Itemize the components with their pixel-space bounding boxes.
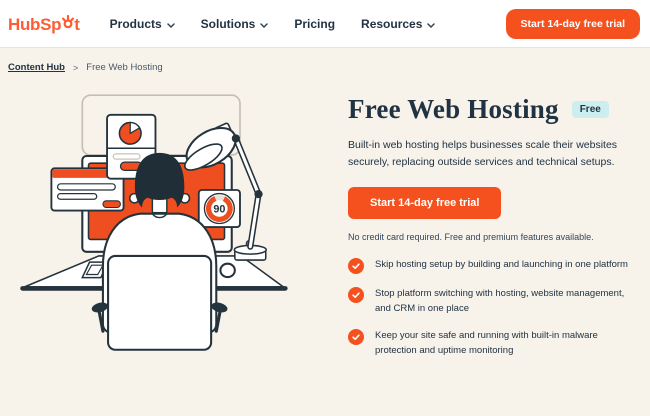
free-badge: Free — [571, 101, 609, 118]
check-circle-icon — [348, 329, 364, 346]
main-nav: Products Solutions Pricing Resources — [110, 17, 436, 31]
feature-text: Keep your site safe and running with bui… — [375, 330, 598, 357]
hair — [134, 152, 185, 208]
chevron-down-icon — [260, 17, 269, 31]
breadcrumb-current: Free Web Hosting — [86, 62, 163, 73]
nav-trial-button[interactable]: Start 14-day free trial — [505, 8, 640, 39]
breadcrumb-separator: > — [73, 62, 79, 73]
sprocket-icon — [61, 14, 74, 33]
logo-text-prefix: HubSp — [8, 15, 62, 34]
fine-print: No credit card required. Free and premiu… — [348, 231, 594, 242]
hero-illustration-container: 90 — [8, 81, 342, 364]
list-item: Stop platform switching with hosting, we… — [348, 286, 642, 316]
chevron-down-icon — [166, 17, 175, 31]
page-title: Free Web Hosting — [348, 94, 559, 124]
mug — [219, 262, 236, 279]
list-item: Skip hosting setup by building and launc… — [348, 257, 642, 274]
desk-lamp — [183, 122, 268, 261]
hero-content: Free Web Hosting Free Built-in web hosti… — [342, 81, 642, 364]
hero-trial-button[interactable]: Start 14-day free trial — [348, 186, 502, 219]
nav-item-resources[interactable]: Resources — [361, 17, 436, 31]
top-navigation-bar: HubSp t Products Solutions — [0, 0, 650, 48]
hubspot-logo[interactable]: HubSp t — [8, 14, 80, 33]
nav-item-pricing[interactable]: Pricing — [294, 16, 336, 31]
breadcrumb-content-hub-link[interactable]: Content Hub — [8, 62, 65, 73]
hero-section: 90 Free Web Hosting — [0, 81, 650, 364]
speed-gauge-card: 90 — [197, 189, 241, 229]
hero-illustration: 90 — [20, 94, 288, 351]
gauge-score: 90 — [213, 204, 225, 216]
browser-card — [50, 167, 125, 212]
list-item: Keep your site safe and running with bui… — [348, 328, 642, 358]
logo-text-suffix: t — [74, 15, 80, 34]
breadcrumb: Content Hub > Free Web Hosting — [0, 48, 650, 81]
chevron-down-icon — [427, 17, 436, 31]
feature-text: Skip hosting setup by building and launc… — [375, 258, 628, 270]
nav-item-solutions[interactable]: Solutions — [201, 17, 269, 31]
feature-list: Skip hosting setup by building and launc… — [348, 257, 642, 359]
check-circle-icon — [348, 257, 364, 274]
check-circle-icon — [348, 286, 364, 303]
feature-text: Stop platform switching with hosting, we… — [375, 287, 625, 315]
chair — [91, 254, 228, 351]
hero-description: Built-in web hosting helps businesses sc… — [348, 139, 618, 169]
nav-item-products[interactable]: Products — [110, 17, 175, 31]
